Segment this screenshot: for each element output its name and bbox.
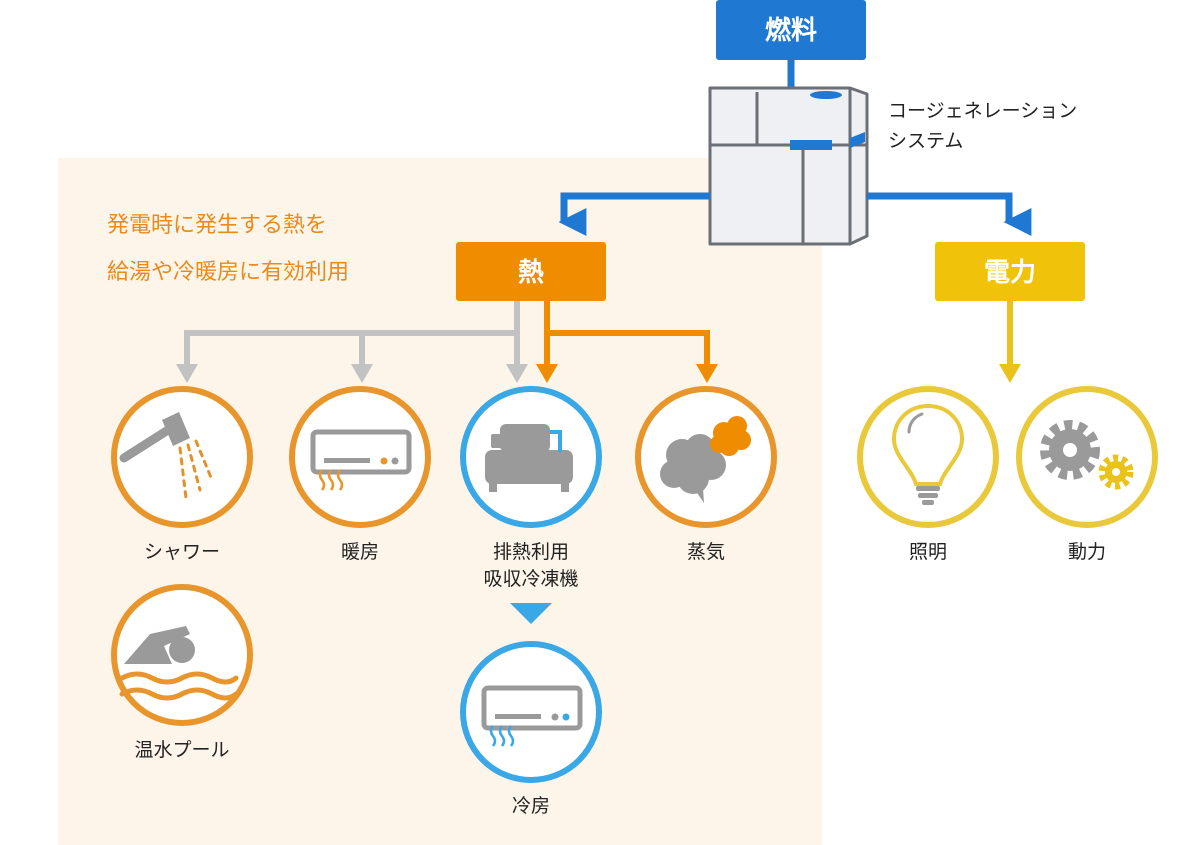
light-bulb-icon: [891, 403, 965, 505]
hot-water-arrows: [184, 301, 520, 366]
lighting-label: 照明: [909, 541, 947, 563]
chiller-label-line2: 吸収冷凍機: [483, 568, 578, 590]
fuel-node: 燃料: [716, 0, 866, 60]
shower-label: シャワー: [144, 541, 220, 563]
shower-icon: [119, 412, 214, 500]
hot-water-arrowheads: [176, 364, 528, 383]
steam-use: 蒸気: [635, 386, 777, 563]
heat-node: 熱: [456, 242, 606, 301]
swimmer-icon: [119, 626, 239, 701]
steam-label: 蒸気: [687, 541, 725, 563]
chiller-label-line1: 排熱利用: [493, 541, 569, 563]
chiller-to-cooling-arrow: [510, 603, 552, 624]
shower-circle: [111, 386, 253, 528]
power-label: 電力: [984, 258, 1036, 288]
heating-use: 暖房: [289, 386, 431, 563]
cooling-label: 冷房: [512, 795, 550, 817]
system-to-power-arrow: [867, 192, 1032, 236]
motive-power-label: 動力: [1068, 541, 1106, 563]
system-to-heat-arrow: [558, 192, 710, 236]
gears-icon: [1040, 420, 1134, 490]
cooling-use: 冷房: [460, 641, 602, 817]
cogeneration-unit-icon: [708, 86, 869, 246]
steam-arrowheads: [536, 364, 718, 383]
heating-label: 暖房: [341, 541, 379, 563]
steam-arrows: [544, 301, 710, 366]
heat-note-line1: 発電時に発生する熱を: [107, 213, 327, 238]
heat-label: 熱: [518, 258, 544, 288]
absorption-chiller-icon: [485, 424, 573, 492]
system-label-line2: システム: [888, 130, 963, 152]
air-conditioner-icon: [310, 429, 412, 491]
system-label-line1: コージェネレーション: [888, 100, 1077, 122]
shower-use: シャワー: [111, 386, 253, 563]
pool-use: 温水プール: [111, 584, 253, 761]
motive-power-use: 動力: [1016, 386, 1158, 563]
power-arrowhead: [999, 364, 1021, 383]
power-node: 電力: [935, 242, 1085, 301]
steam-cloud-icon: [660, 416, 751, 503]
air-conditioner-icon: [481, 685, 583, 747]
heat-note-line2: 給湯や冷暖房に有効利用: [107, 260, 349, 285]
pool-label: 温水プール: [134, 739, 229, 761]
fuel-label: 燃料: [765, 16, 817, 46]
chiller-use: 排熱利用 吸収冷凍機: [460, 386, 602, 590]
lighting-use: 照明: [857, 386, 999, 563]
